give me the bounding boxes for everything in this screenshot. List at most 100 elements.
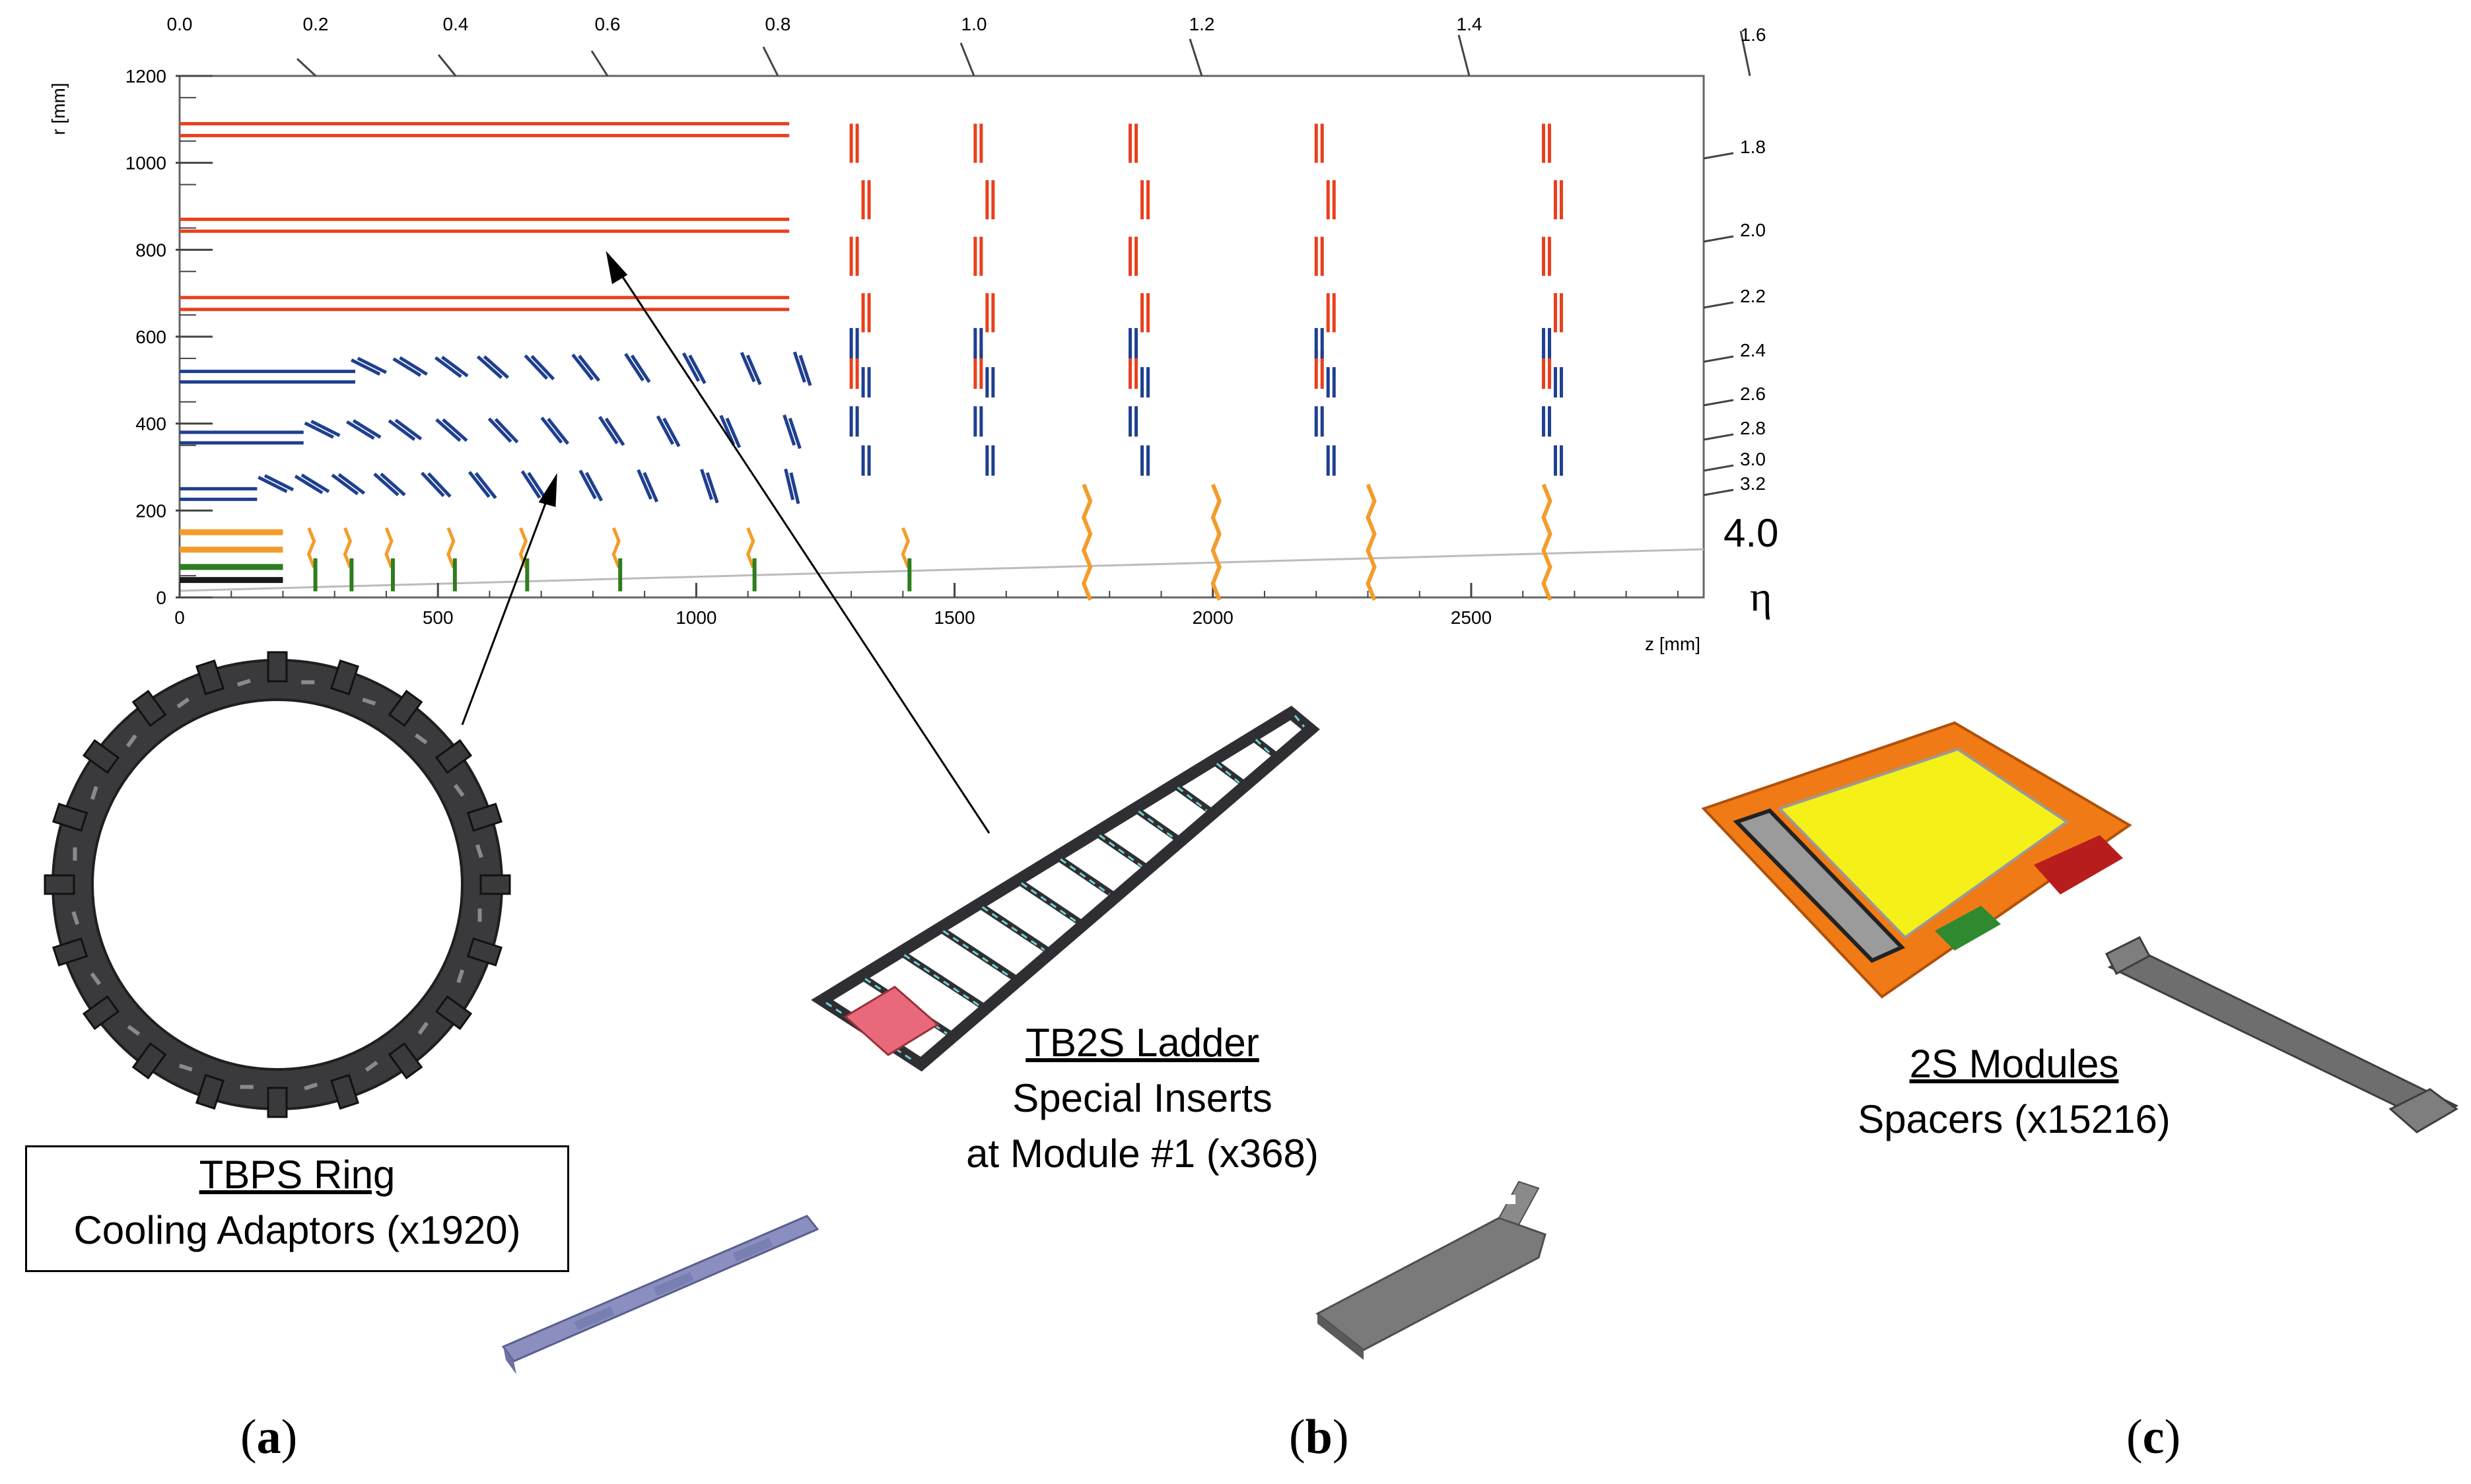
tilted-ps-module [578,469,597,500]
eta-symbol: η [1750,573,1772,620]
z-tick-label: 500 [423,607,454,628]
plot-frame [178,75,1705,599]
tilted-ps-module [304,421,334,439]
tilted-ps-module [258,475,288,493]
spacer-part [2105,936,2459,1133]
tilted-ps-module [700,469,713,500]
tilted-ps-module [373,472,400,496]
ring-tab [479,874,511,895]
ring-segment-mark [456,969,465,984]
caption-b: TB2S Ladder Special Inserts at Module #1… [911,1015,1374,1182]
eta-top-label: 0.2 [303,14,329,34]
eta-right-tick [1703,235,1734,243]
arrowhead-ladder [606,251,628,285]
tilted-ps-module [476,355,503,379]
tilted-ps-module [337,473,366,495]
tilted-ps-module [598,416,619,445]
ring-tab [435,739,473,774]
module-readout-green [1935,906,2001,951]
tilted-ps-module [530,354,555,381]
pixel-disk [446,527,456,568]
panel-label-a: (a) [240,1410,298,1464]
ladder-rung-accent [1060,858,1110,895]
ladder-rung-accent [981,906,1045,951]
eta-right-tick [1703,152,1734,160]
tilted-ps-module [331,473,359,496]
tilted-ps-module [435,356,462,378]
tilted-ps-module [263,474,295,492]
tilted-ps-module [630,354,651,384]
caption-b-title: TB2S Ladder [1026,1021,1259,1065]
arrow-ladder-to-2s [618,271,991,834]
r-axis-label: r [mm] [48,83,69,135]
ring-segment-mark [127,1025,141,1036]
tilted-ps-module [681,352,701,382]
ring-tab [131,1042,167,1080]
tbps-ring-image [44,651,511,1118]
eta-top-tick [590,50,609,77]
tilted-ps-module [483,355,510,379]
tilted-ps-module [388,419,416,441]
tilted-ps-module [725,417,742,448]
ring-tab [195,1073,225,1110]
tilted-ps-module [294,475,324,494]
panel-label-a-letter: a [256,1410,281,1464]
eta-right-label: 2.0 [1740,220,1766,240]
tilted-ps-module [604,417,625,446]
ladder-rung-accent [1138,810,1175,840]
eta-top-label: 1.4 [1457,14,1482,34]
tilted-ps-module [352,419,382,439]
tilted-ps-module [300,473,330,493]
tilted-ps-module [637,469,652,500]
eta-right-label: 2.6 [1740,384,1766,404]
eta-right-label: 2.4 [1740,340,1766,360]
eta-top-label: 0.6 [595,14,621,34]
eta-right-tick [1703,489,1734,496]
tilted-ps-module [792,351,806,383]
eta-top-tick [762,46,779,77]
tilted-ps-module [351,358,381,376]
ring-body [52,659,503,1110]
cooling-adaptor-part [501,1215,819,1374]
panel-label-b: (b) [1289,1410,1349,1464]
ladder-rung-accent [1099,834,1143,867]
tilted-ps-module [643,471,659,503]
tilted-ps-module [442,418,468,442]
tilted-ps-module [394,419,423,441]
tilted-ps-module [662,417,681,448]
tb2s-ladder-image [811,705,1320,1072]
tilted-ps-module [487,417,512,443]
ring-tab [388,689,423,727]
z-tick-label: 2500 [1451,607,1492,628]
r-tick-label: 1000 [125,153,166,174]
tilted-ps-module [427,472,452,498]
panel-label-c-letter: c [2142,1410,2165,1464]
pixel-disk [384,527,394,568]
tilted-ps-module [584,471,604,502]
ring-segment-mark [417,1021,429,1035]
ladder-module-pink [843,986,940,1056]
tilted-ps-module [357,356,387,374]
tracker-modules [180,121,1563,601]
ladder-rung-accent [1294,715,1305,727]
ring-tab [82,739,120,774]
ring-segment-mark [240,1085,254,1089]
ring-tab [131,689,167,727]
pixel-disk [306,527,316,568]
r-tick-label: 0 [156,588,166,608]
tilted-ps-module [547,417,570,445]
eta-right-tick [1703,355,1734,363]
eta-top-tick [296,57,317,77]
tilted-ps-module [789,472,800,504]
ring-segment-mark [176,697,190,709]
ring-tab [435,995,473,1030]
ring-segment-mark [71,911,80,926]
ladder-rung-accent [1255,739,1272,756]
z-tick-label: 0 [174,607,185,628]
ladder-rung [937,926,1021,984]
ring-tab [330,1073,359,1110]
tilted-ps-module [435,418,462,442]
eta-top-tick [1457,34,1471,77]
